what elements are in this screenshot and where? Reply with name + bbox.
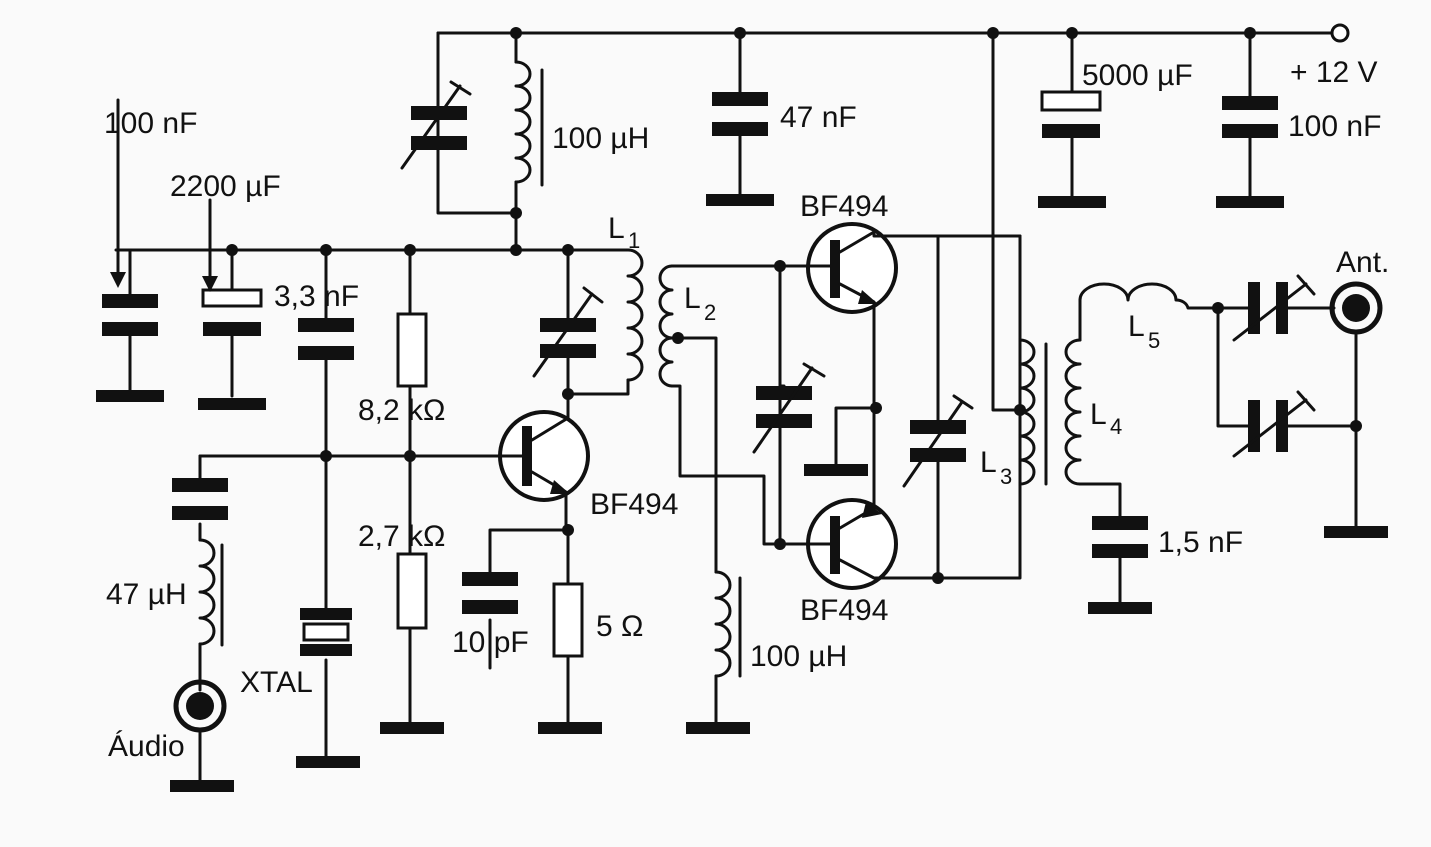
label-audio: Áudio — [108, 730, 185, 763]
q1-transistor — [498, 388, 590, 536]
label-q1: BF494 — [590, 488, 678, 521]
bias-divider — [380, 248, 444, 734]
label-8k2: 8,2 kΩ — [358, 394, 445, 427]
label-l2-sub: 2 — [704, 300, 716, 325]
cap-100nF-right — [1216, 31, 1284, 208]
label-47uH: 47 µH — [106, 578, 187, 611]
crystal — [300, 608, 352, 620]
output-network — [1078, 274, 1388, 538]
inductor-l2 — [658, 264, 674, 388]
label-2200uF: 2200 µF — [170, 170, 281, 203]
inductor-l3 — [1018, 338, 1036, 486]
label-l2: L — [684, 282, 701, 315]
label-xtal: XTAL — [240, 666, 313, 699]
cap-3n3F — [296, 248, 360, 768]
cap-100nF-left — [96, 98, 164, 402]
supply-rail — [436, 23, 1350, 43]
resistor-5ohm — [552, 582, 584, 658]
label-47nF: 47 nF — [780, 101, 857, 134]
top-tank-capacitor — [411, 106, 467, 120]
label-10pF: 10 pF — [452, 626, 529, 659]
label-100uH-top: 100 µH — [552, 122, 649, 155]
label-l5: L — [1128, 310, 1145, 343]
label-100nF-right: 100 nF — [1288, 110, 1381, 143]
cap-5000uF — [1038, 31, 1106, 208]
label-100nF-left: 100 nF — [104, 107, 197, 140]
label-l4: L — [1090, 398, 1107, 431]
q2-transistor — [778, 222, 1022, 414]
label-antenna: Ant. — [1336, 246, 1389, 279]
emitter-network — [462, 528, 602, 734]
label-5000uF: 5000 µF — [1082, 59, 1193, 92]
l2-coil — [658, 264, 782, 734]
inductor-l5 — [1078, 282, 1250, 310]
label-100uH-bottom: 100 µH — [750, 640, 847, 673]
inductor-47uH — [198, 538, 216, 646]
audio-input — [170, 454, 502, 792]
resistor-2k7 — [396, 552, 428, 630]
label-l4-sub: 4 — [1110, 414, 1122, 439]
labels: 100 nF 2200 µF 3,3 nF 8,2 kΩ 2,7 kΩ 100 … — [104, 56, 1389, 763]
cap-2200uF — [198, 198, 266, 410]
resistor-8k2 — [396, 312, 428, 388]
l4-coil — [1064, 298, 1152, 614]
label-q3: BF494 — [800, 594, 888, 627]
inductor-100uH-bottom — [714, 570, 732, 678]
label-q2: BF494 — [800, 190, 888, 223]
inductor-l4 — [1064, 338, 1082, 486]
pushpull-input-cap — [752, 260, 826, 550]
label-l1: L — [608, 212, 625, 245]
supply-terminal — [1330, 23, 1350, 43]
l1-tank — [532, 248, 644, 396]
label-l1-sub: 1 — [628, 228, 640, 253]
emitter-ground — [804, 406, 878, 476]
top-100uH-inductor — [514, 60, 532, 184]
top-tank — [400, 31, 544, 252]
label-l5-sub: 5 — [1148, 328, 1160, 353]
cap-47nF — [706, 31, 774, 206]
label-l3-sub: 3 — [1000, 464, 1012, 489]
label-5ohm: 5 Ω — [596, 610, 643, 643]
inductor-l1 — [626, 248, 644, 382]
label-supply: + 12 V — [1290, 56, 1378, 89]
l3-tank — [902, 31, 1048, 580]
osc-rail — [114, 244, 630, 256]
label-l3: L — [980, 446, 997, 479]
label-3n3F: 3,3 nF — [274, 280, 359, 313]
label-1n5F: 1,5 nF — [1158, 526, 1243, 559]
label-2k7: 2,7 kΩ — [358, 520, 445, 553]
